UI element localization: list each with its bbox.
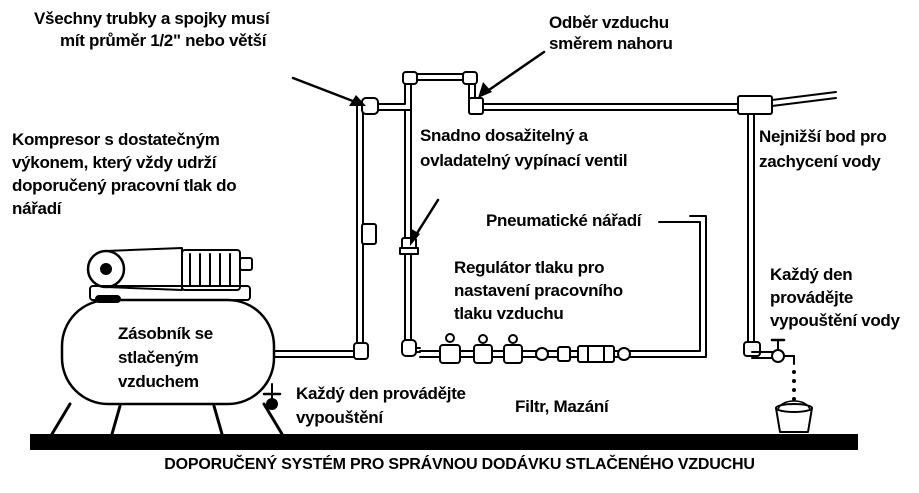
label-line: Kompresor s dostatečným <box>12 130 220 149</box>
label-line: vypouštění vody <box>770 311 900 330</box>
label-line: Snadno dosažitelný a <box>420 126 588 145</box>
arrow-heads <box>349 82 492 246</box>
tank-drain-valve <box>262 383 282 410</box>
label-line: Nejnižší bod pro <box>759 127 887 146</box>
diagram-title: DOPORUČENÝ SYSTÉM PRO SPRÁVNOU DODÁVKU S… <box>164 456 755 473</box>
label-line: nářadí <box>12 199 62 218</box>
filter-left-pipe <box>361 223 377 245</box>
label-line: nastavení pracovního <box>454 281 623 300</box>
tee-fitting <box>468 97 484 115</box>
loop-top-left <box>402 71 418 85</box>
label-lowest-point: Nejnižší bod pro zachycení vody <box>759 124 887 174</box>
label-pneumatic-tool: Pneumatické nářadí <box>486 210 642 232</box>
label-line: ovladatelný vypínací ventil <box>420 151 628 170</box>
elbow-tank <box>353 342 369 360</box>
label-line: Každý den <box>770 265 853 284</box>
label-daily-drain-left: Každý den provádějte vypouštění <box>296 382 466 430</box>
label-line: výkonem, který vždy udrží <box>12 153 217 172</box>
label-regulator: Regulátor tlaku pro nastavení pracovního… <box>454 256 623 325</box>
water-trap <box>737 95 773 115</box>
label-compressor: Kompresor s dostatečným výkonem, který v… <box>12 128 237 220</box>
drain-valve-right <box>770 338 795 365</box>
label-shutoff-valve: Snadno dosažitelný a ovladatelný vypínac… <box>420 123 628 173</box>
accessory-chain <box>439 333 631 364</box>
label-line: Filtr, Mazání <box>515 397 609 416</box>
label-line: vzduchem <box>118 372 199 391</box>
loop-top-right <box>462 71 478 85</box>
label-line: Odběr vzduchu <box>549 13 669 32</box>
label-air-takeoff: Odběr vzduchu směrem nahoru <box>549 12 673 54</box>
label-tank: Zásobník se stlačeným vzduchem <box>118 322 213 394</box>
label-line: vypouštění <box>296 408 383 427</box>
elbow-right-bottom <box>743 341 761 357</box>
label-line: mít průměr 1/2" nebo větší <box>60 31 267 50</box>
label-line: Každý den provádějte <box>296 384 466 403</box>
label-line: Zásobník se <box>118 324 213 343</box>
label-line: tlaku vzduchu <box>454 304 564 323</box>
water-drops <box>792 370 796 401</box>
compressor-unit <box>86 247 253 303</box>
label-line: doporučený pracovní tlak do <box>12 176 237 195</box>
label-line: Regulátor tlaku pro <box>454 258 605 277</box>
label-line: zachycení vody <box>759 152 881 171</box>
label-line: směrem nahoru <box>549 34 673 53</box>
label-pipe-requirements: Všechny trubky a spojky musí mít průměr … <box>34 8 270 52</box>
bucket <box>775 400 813 433</box>
label-line: Pneumatické nářadí <box>486 211 642 230</box>
elbow-bottom-drop <box>401 339 417 357</box>
label-line: stlačeným <box>118 348 199 367</box>
label-daily-drain-right: Každý den provádějte vypouštění vody <box>770 263 900 332</box>
piping-network <box>273 71 837 360</box>
label-line: Všechny trubky a spojky musí <box>34 9 270 28</box>
floor <box>30 434 858 450</box>
label-filter-lube: Filtr, Mazání <box>515 396 609 418</box>
label-line: provádějte <box>770 288 853 307</box>
leader-arrows <box>291 50 546 240</box>
